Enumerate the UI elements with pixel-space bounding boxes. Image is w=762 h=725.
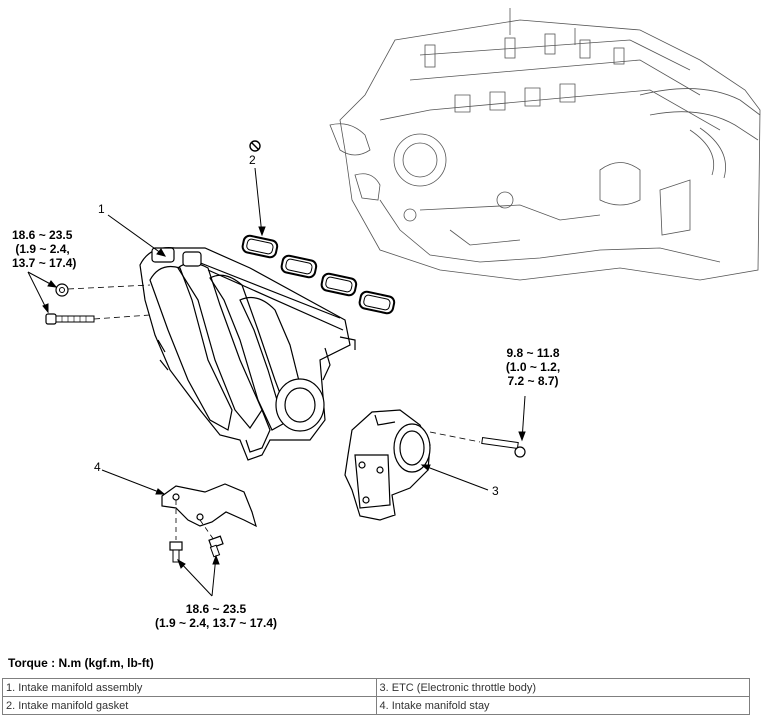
stay-torque-leaders <box>177 554 220 597</box>
callout-3: 3 <box>492 484 499 498</box>
legend-row: 1. Intake manifold assembly 3. ETC (Elec… <box>2 678 750 697</box>
manifold-bolt <box>45 313 95 325</box>
bolt-alignment-lines <box>67 284 151 320</box>
legend-item-4: 4. Intake manifold stay <box>375 696 750 715</box>
stay-bolt-left <box>169 541 183 563</box>
etc-bolt <box>481 436 526 458</box>
parts-legend: 1. Intake manifold assembly 3. ETC (Elec… <box>2 678 750 715</box>
legend-item-3: 3. ETC (Electronic throttle body) <box>375 678 750 697</box>
exploded-view-diagram <box>27 8 761 597</box>
legend-row: 2. Intake manifold gasket 4. Intake mani… <box>2 696 750 715</box>
torque-spec-stay: 18.6 ~ 23.5 (1.9 ~ 2.4, 13.7 ~ 17.4) <box>154 602 278 630</box>
electronic-throttle-body <box>344 409 431 521</box>
callout-1: 1 <box>98 202 105 216</box>
etc-bolt-alignment <box>429 431 481 443</box>
manifold-leader <box>107 214 167 257</box>
etc-leader <box>420 464 489 491</box>
torque-spec-manifold: 18.6 ~ 23.5 (1.9 ~ 2.4, 13.7 ~ 17.4) <box>12 228 77 270</box>
manifold-nut <box>55 283 69 297</box>
do-not-reuse-icon <box>249 140 261 152</box>
stay-bolt-right <box>208 535 224 558</box>
callout-4: 4 <box>94 460 101 474</box>
engine-background <box>329 8 761 281</box>
torque-spec-etc: 9.8 ~ 11.8 (1.0 ~ 1.2, 7.2 ~ 8.7) <box>505 346 561 388</box>
torque-unit-label: Torque : N.m (kgf.m, lb-ft) <box>8 656 154 670</box>
intake-manifold-gaskets <box>241 234 396 315</box>
etc-torque-leader <box>518 395 526 442</box>
manifold-torque-leaders <box>27 271 58 314</box>
legend-item-2: 2. Intake manifold gasket <box>2 696 377 715</box>
stay-bolt-alignment <box>175 500 215 541</box>
legend-item-1: 1. Intake manifold assembly <box>2 678 377 697</box>
gasket-leader <box>254 167 266 237</box>
callout-2: 2 <box>249 153 256 167</box>
intake-manifold-assembly <box>139 247 356 461</box>
stay-leader <box>101 469 166 495</box>
